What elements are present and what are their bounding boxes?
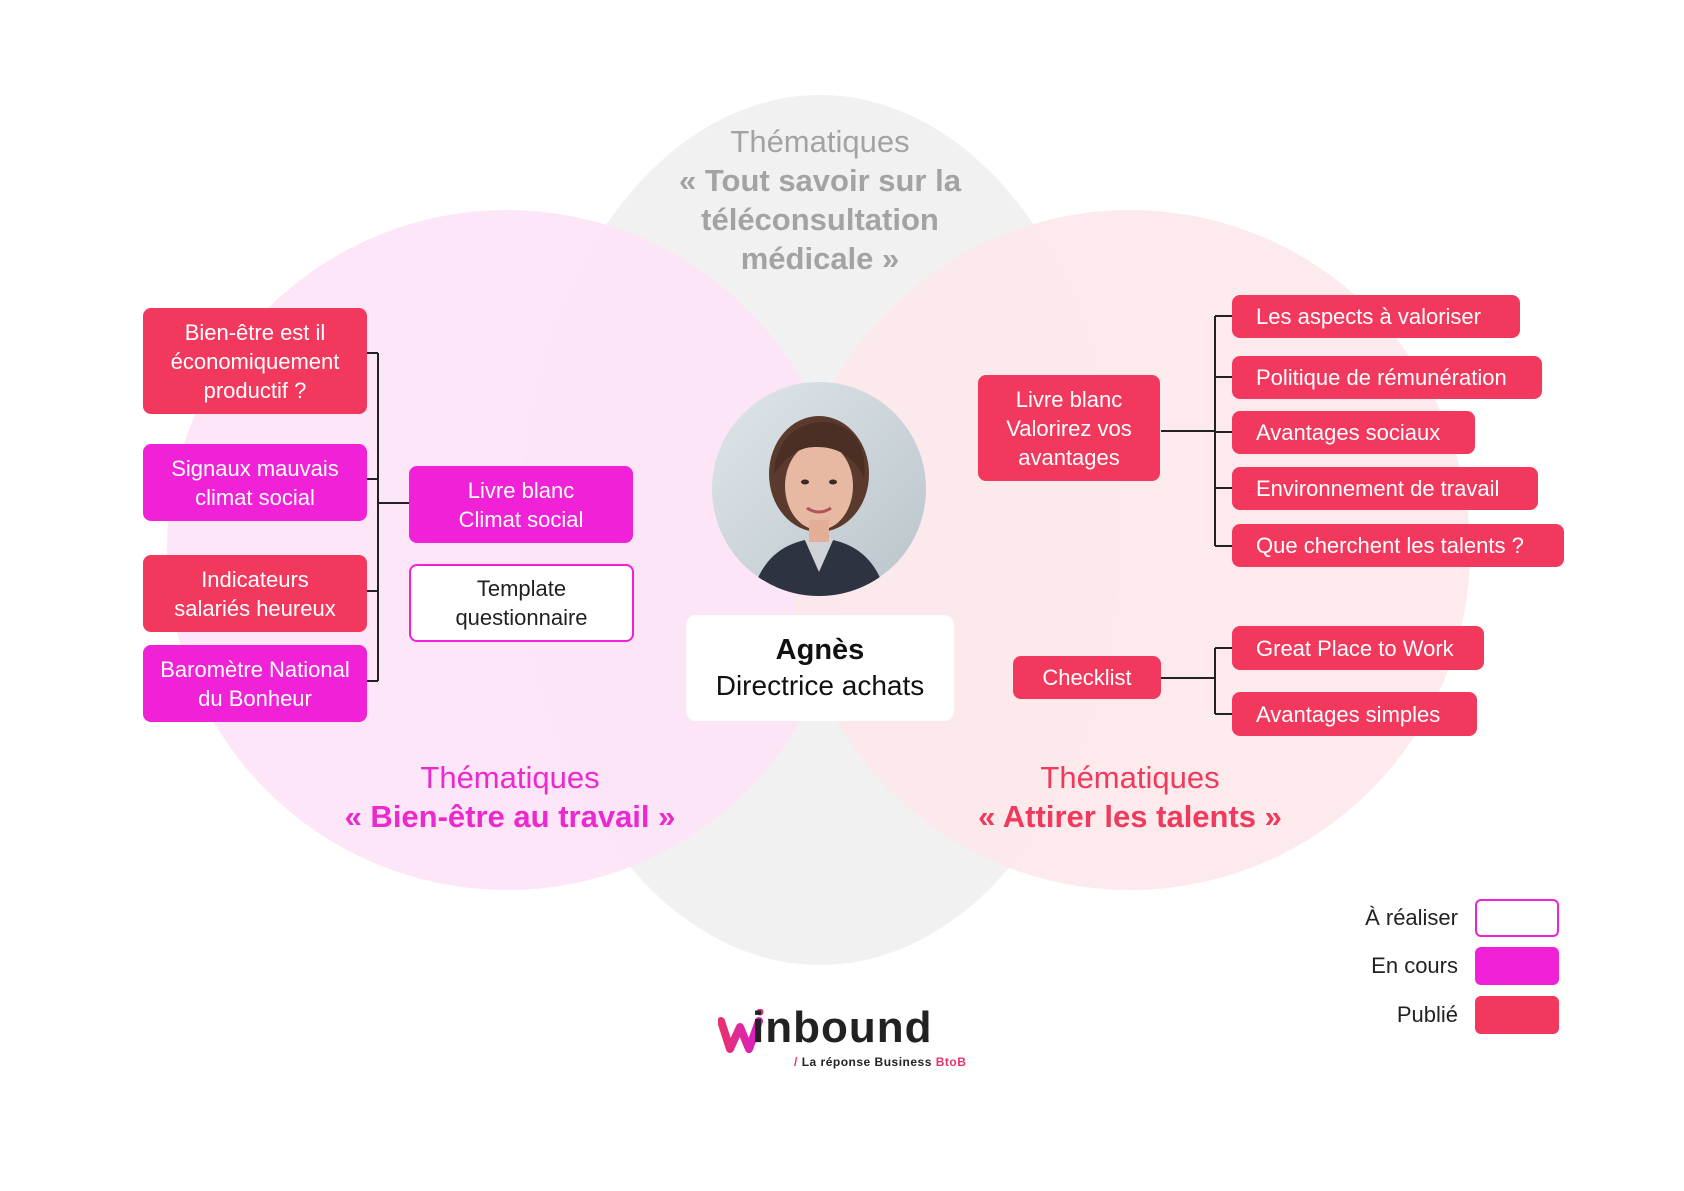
checklist: Checklist bbox=[1013, 656, 1161, 699]
persona-role: Directrice achats bbox=[715, 670, 925, 701]
right-top-connector-ticks bbox=[1215, 315, 1232, 547]
legend-label-publie: Publié bbox=[1396, 1002, 1458, 1027]
persona-name: Agnès bbox=[775, 634, 865, 666]
legend-swatch-a-realiser bbox=[1475, 899, 1559, 937]
legend-label-en-cours: En cours bbox=[1371, 953, 1458, 978]
topic-environnement-travail: Environnement de travail bbox=[1232, 467, 1538, 510]
theme-top-label: Thématiques bbox=[730, 124, 910, 159]
topic-signaux-climat-social: Signaux mauvais climat social bbox=[143, 444, 367, 521]
theme-right-label: Thématiques bbox=[1040, 760, 1220, 795]
logo-w-icon bbox=[718, 1009, 764, 1053]
livre-blanc-climat-social: Livre blanc Climat social bbox=[409, 466, 633, 543]
legend-swatch-en-cours bbox=[1475, 947, 1559, 985]
topic-great-place-to-work: Great Place to Work bbox=[1232, 626, 1484, 670]
legend-swatch-publie bbox=[1475, 996, 1559, 1034]
logo-tagline-slash: / bbox=[794, 1055, 798, 1069]
left-connector-ticks bbox=[366, 352, 378, 682]
winbound-logo: inbound / La réponse Business BtoB bbox=[718, 1003, 978, 1083]
topic-avantages-sociaux: Avantages sociaux bbox=[1232, 411, 1475, 454]
persona-photo bbox=[712, 382, 926, 596]
topic-avantages-simples: Avantages simples bbox=[1232, 692, 1477, 736]
logo-wordmark: inbound bbox=[752, 1003, 933, 1052]
theme-right-name: « Attirer les talents » bbox=[978, 799, 1282, 834]
legend-label-a-realiser: À réaliser bbox=[1365, 905, 1458, 930]
topic-bien-etre-productif: Bien-être est il économiquement producti… bbox=[143, 308, 367, 414]
logo-tagline-accent: BtoB bbox=[935, 1055, 967, 1069]
theme-left-name: « Bien-être au travail » bbox=[344, 799, 676, 834]
topic-politique-remuneration: Politique de rémunération bbox=[1232, 356, 1542, 399]
topic-barometre-bonheur: Baromètre National du Bonheur bbox=[143, 645, 367, 722]
livre-blanc-valorisez-avantages: Livre blanc Valorirez vos avantages bbox=[978, 375, 1160, 481]
persona-card: Agnès Directrice achats bbox=[686, 615, 954, 721]
template-questionnaire: Template questionnaire bbox=[409, 564, 634, 642]
logo-tagline: / La réponse Business BtoB bbox=[794, 1055, 966, 1069]
topic-aspects-valoriser: Les aspects à valoriser bbox=[1232, 295, 1520, 338]
right-bottom-connector-ticks bbox=[1215, 647, 1232, 715]
theme-title-left: Thématiques « Bien-être au travail » bbox=[330, 758, 690, 836]
logo-tagline-text: La réponse Business bbox=[801, 1055, 932, 1069]
theme-title-right: Thématiques « Attirer les talents » bbox=[960, 758, 1300, 836]
topic-que-cherchent-talents: Que cherchent les talents ? bbox=[1232, 524, 1564, 567]
topic-indicateurs-salaries: Indicateurs salariés heureux bbox=[143, 555, 367, 632]
theme-title-top: Thématiques « Tout savoir sur la télécon… bbox=[650, 122, 990, 278]
theme-left-label: Thématiques bbox=[420, 760, 600, 795]
theme-top-name: « Tout savoir sur la téléconsultation mé… bbox=[679, 163, 961, 276]
